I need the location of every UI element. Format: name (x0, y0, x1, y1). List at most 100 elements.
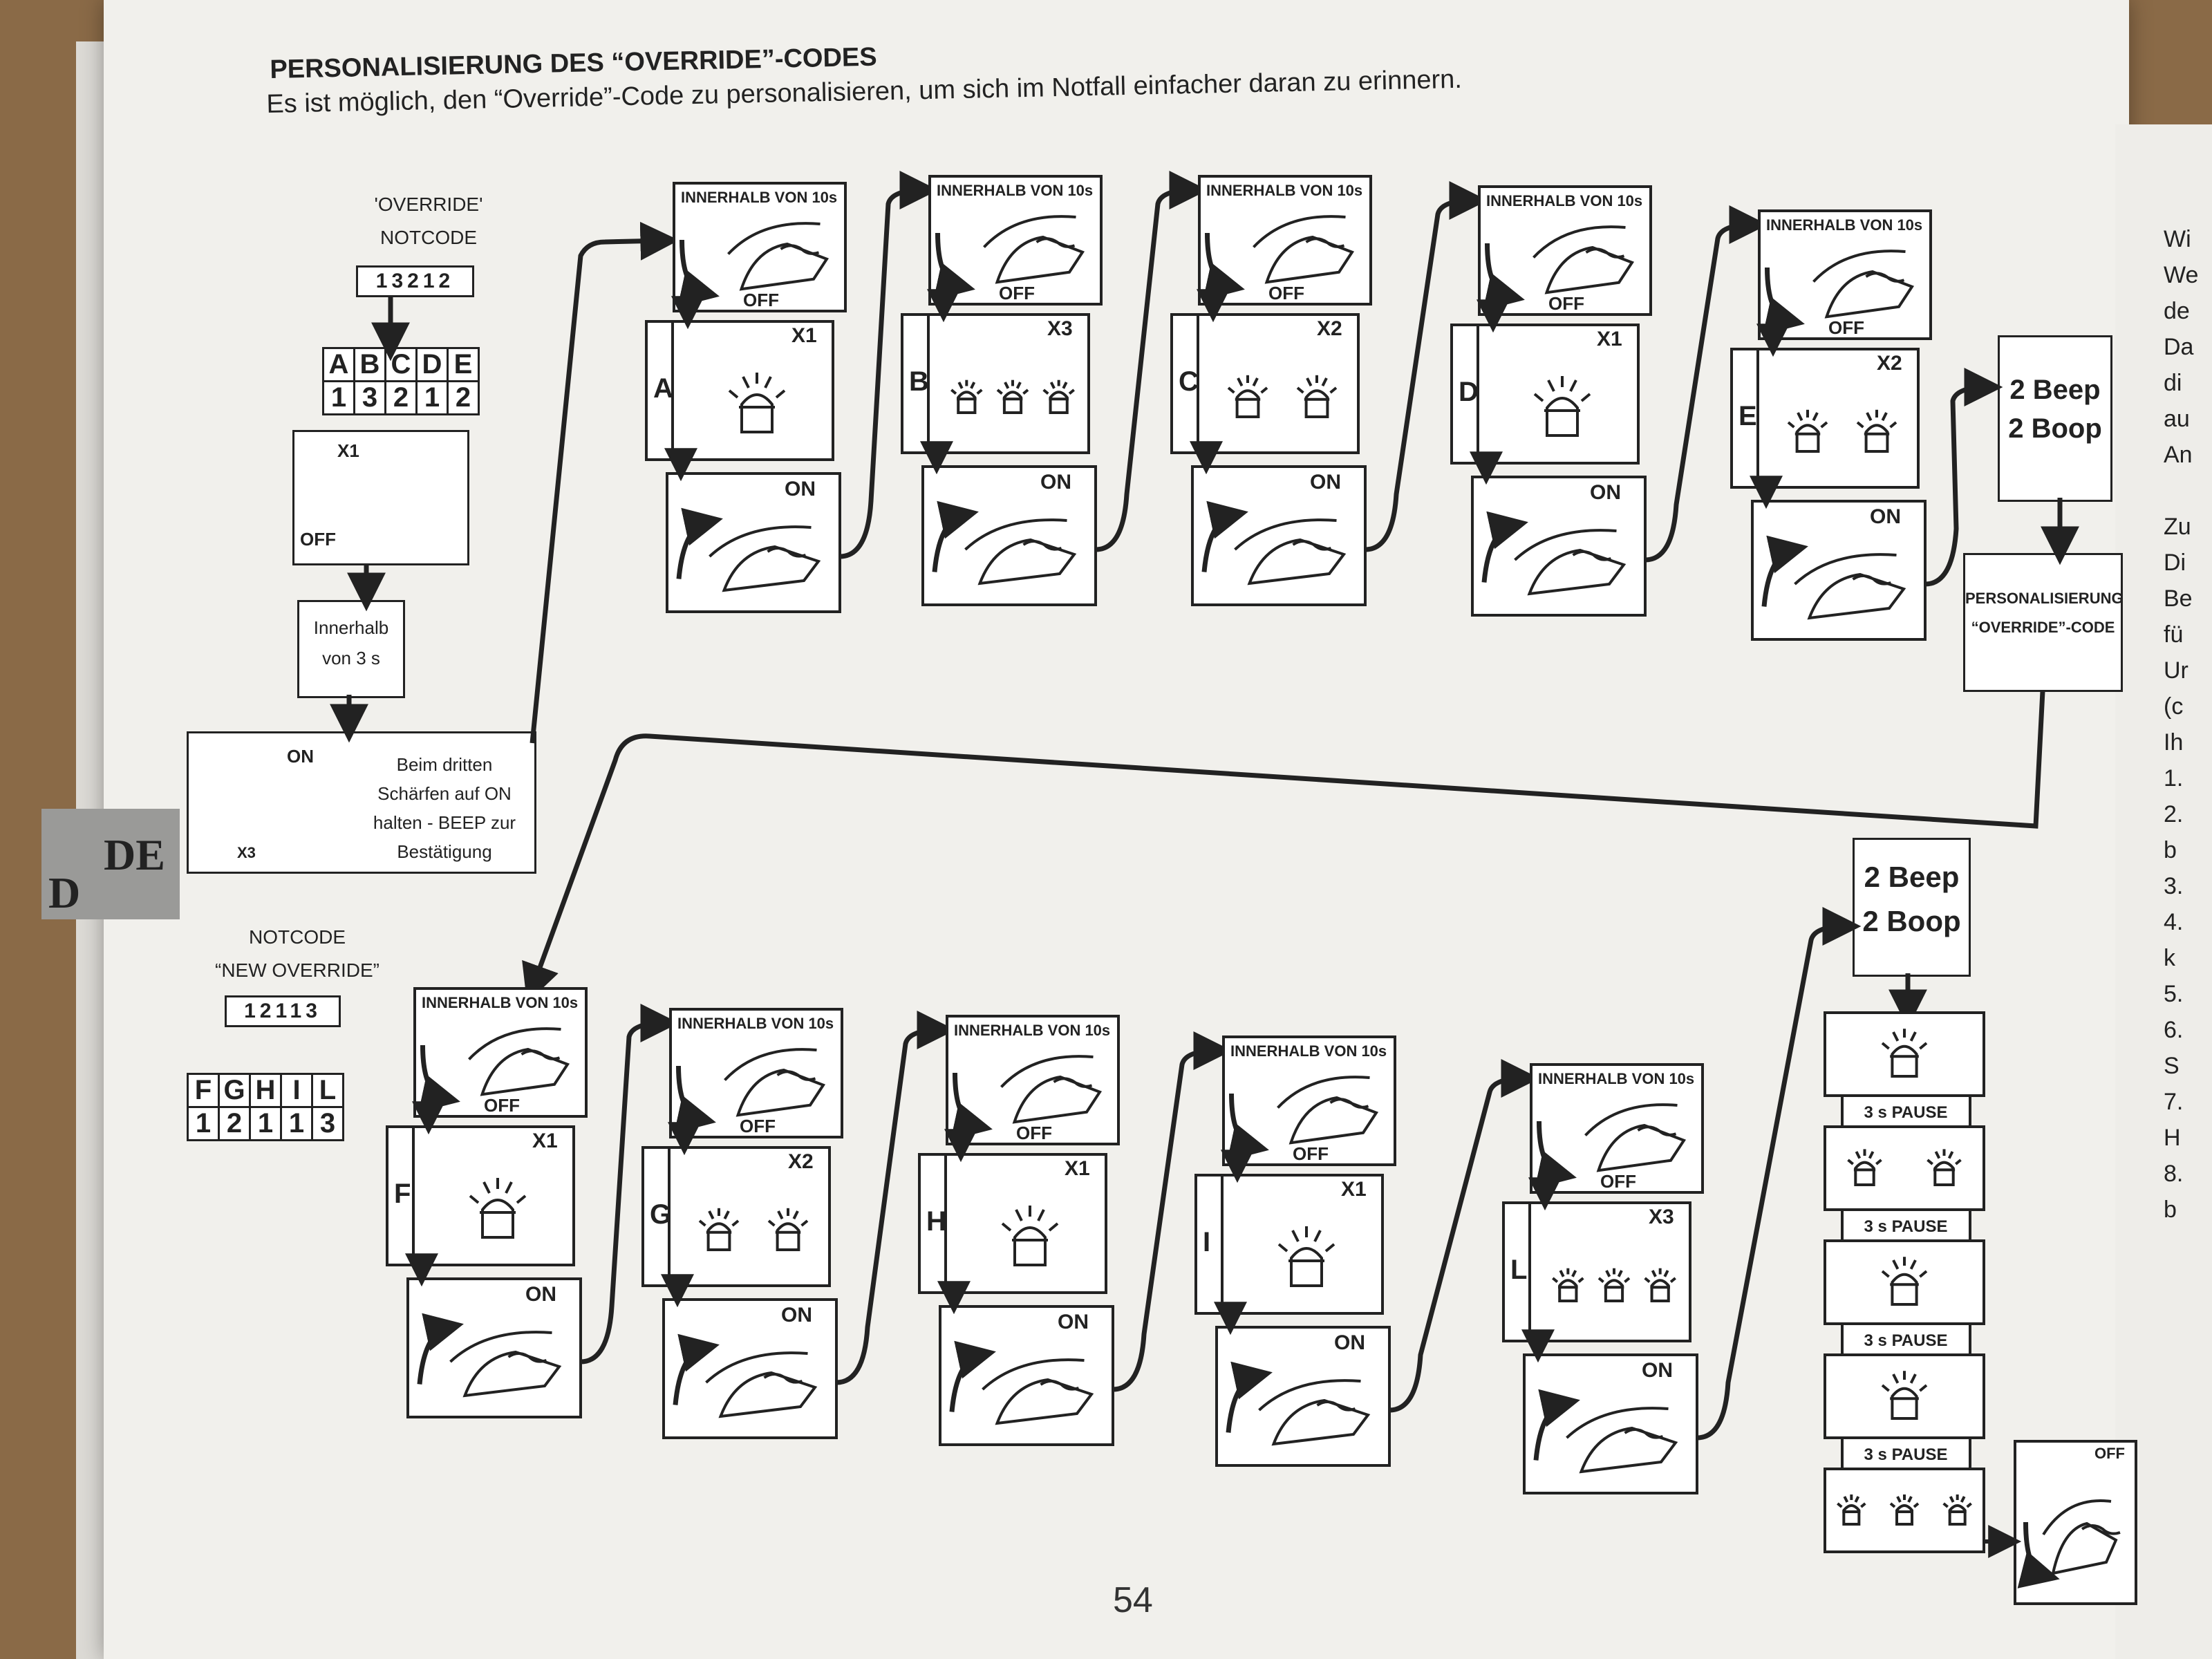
map-letter: D (415, 347, 449, 382)
on-label: ON (781, 1304, 812, 1327)
map-digit: 1 (280, 1106, 313, 1141)
confirm-box: ON X3 Beim dritten Schärfen auf ON halte… (187, 731, 536, 874)
facing-page-fragment: 3. (2164, 873, 2184, 899)
beep-line2: 2 Boop (2008, 413, 2102, 444)
hand-trigger-icon (1000, 1055, 1103, 1124)
count-step-box (1450, 324, 1640, 465)
confirm-line: halten - BEEP zur (373, 812, 516, 833)
new-override-code-box: 12113 (225, 995, 341, 1027)
pause-box (1841, 1322, 1971, 1356)
hand-trigger-icon (705, 1351, 818, 1418)
step-letter: C (1179, 366, 1199, 397)
off-label: OFF (1548, 293, 1584, 314)
count-step-box (918, 1153, 1107, 1294)
within-10s-label: INNERHALB VON 10s (1766, 216, 1922, 234)
beep-line2: 2 Boop (1862, 905, 1961, 937)
hand-trigger-icon (449, 1331, 562, 1398)
off-label: OFF (740, 1116, 776, 1136)
confirm-x3: X3 (237, 844, 256, 861)
initial-off-label: OFF (300, 529, 336, 550)
light-icon (1847, 1149, 1882, 1186)
map-digit: 2 (384, 380, 418, 415)
light-icon (1837, 1494, 1866, 1526)
facing-page-fragment: 7. (2164, 1089, 2184, 1115)
light-icon (767, 1208, 809, 1251)
facing-page-fragment: We (2164, 262, 2199, 288)
facing-page-fragment: 2. (2164, 801, 2184, 827)
map-letter: H (249, 1073, 282, 1108)
motion-arrow (949, 1340, 996, 1412)
off-label: OFF (1828, 317, 1864, 338)
motion-arrow (673, 1333, 720, 1405)
hand-trigger-icon (724, 1048, 826, 1117)
off-label: OFF (484, 1095, 520, 1116)
step-count: X2 (1877, 352, 1902, 375)
on-label: ON (1040, 471, 1071, 494)
light-icon (1881, 1371, 1928, 1420)
motion-arrow (1226, 1361, 1273, 1433)
facing-page-fragment: S (2164, 1053, 2180, 1079)
facing-page-fragment: Di (2164, 550, 2186, 576)
count-step-box (641, 1146, 831, 1287)
facing-page-fragment: di (2164, 370, 2182, 396)
motion-arrow (677, 239, 720, 308)
on-label: ON (1590, 481, 1621, 504)
motion-arrow (1203, 232, 1245, 301)
step-count: X2 (788, 1150, 814, 1173)
override-label-2: NOTCODE (380, 227, 477, 248)
light-icon (1042, 379, 1075, 414)
motion-arrow (950, 1072, 993, 1141)
motion-arrow (1535, 1121, 1577, 1189)
motion-arrow (674, 1065, 716, 1134)
motion-arrow (676, 507, 723, 579)
off-label: OFF (1016, 1123, 1052, 1143)
flow-connector (1644, 205, 1768, 563)
step-letter: G (650, 1199, 671, 1230)
confirm-line: Bestätigung (397, 841, 492, 862)
map-digit: 2 (218, 1106, 251, 1141)
light-icon (1296, 375, 1338, 418)
off-label: OFF (1600, 1171, 1636, 1192)
personalisation-line1: PERSONALISIERUNG (1965, 590, 2124, 607)
pause-label: 3 s PAUSE (1864, 1217, 1948, 1236)
pause-box (1841, 1436, 1971, 1470)
hand-trigger-icon (2042, 1499, 2121, 1575)
final-off-label: OFF (2094, 1445, 2125, 1462)
on-label: ON (1642, 1359, 1673, 1382)
map-letter: F (187, 1073, 220, 1108)
flow-connector (1696, 907, 1862, 1441)
facing-page-fragment: de (2164, 298, 2190, 324)
light-icon (950, 379, 983, 414)
within-10s-label: INNERHALB VON 10s (1206, 182, 1362, 199)
step-letter: B (909, 366, 929, 397)
on-label: ON (525, 1283, 556, 1306)
step-letter: H (926, 1206, 946, 1237)
light-icon (996, 379, 1029, 414)
off-label: OFF (999, 283, 1035, 303)
flow-connector (1924, 368, 2003, 587)
facing-page-fragment: b (2164, 837, 2177, 863)
map-digit: 2 (447, 380, 480, 415)
facing-page-fragment: 1. (2164, 765, 2184, 791)
step-count: X1 (1065, 1157, 1090, 1180)
map-letter: A (322, 347, 355, 382)
within-10s-label: INNERHALB VON 10s (681, 189, 837, 206)
map-digit: 1 (322, 380, 355, 415)
motion-arrow (933, 232, 975, 301)
on-step-box (1751, 500, 1927, 641)
on-label: ON (1334, 1331, 1365, 1354)
facing-page-fragment: Ih (2164, 729, 2184, 756)
language-tab (41, 809, 180, 919)
facing-page-fragment: Da (2164, 334, 2194, 360)
facing-page-fragment: An (2164, 442, 2193, 468)
hand-trigger-icon (1514, 529, 1627, 596)
off-label: OFF (743, 290, 779, 310)
facing-page (2115, 124, 2212, 1659)
step-letter: F (394, 1179, 411, 1209)
facing-page-fragment: fü (2164, 621, 2184, 648)
hand-trigger-icon (983, 215, 1085, 284)
hand-trigger-icon (964, 518, 1077, 585)
map-digit: 1 (187, 1106, 220, 1141)
